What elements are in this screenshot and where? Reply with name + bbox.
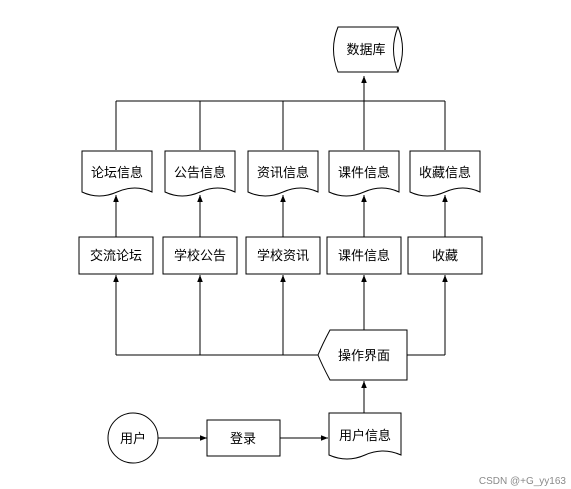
module-favorites: 收藏: [407, 236, 483, 275]
module-school-notice: 学校公告: [162, 236, 238, 275]
interface-shape: [317, 329, 408, 381]
operation-interface-node: 操作界面: [317, 329, 408, 381]
document-label: 公告信息: [174, 165, 226, 181]
database-label: 数据库: [346, 42, 385, 58]
document-shape: [164, 150, 236, 197]
doc-favorites-info: 收藏信息: [409, 150, 481, 197]
user-node: 用户: [107, 412, 159, 464]
module-school-news: 学校资讯: [245, 236, 321, 275]
doc-courseware-info: 课件信息: [328, 150, 400, 197]
module-box: [245, 236, 321, 275]
module-box: [162, 236, 238, 275]
user-label: 用户: [120, 431, 146, 447]
user-info-node: 用户信息: [328, 412, 402, 460]
document-label: 资讯信息: [257, 165, 309, 181]
database-inner-curve: [393, 26, 399, 73]
module-label: 学校公告: [174, 248, 226, 264]
login-label: 登录: [230, 432, 256, 447]
interface-label: 操作界面: [338, 348, 390, 364]
module-box: [407, 236, 483, 275]
module-label: 交流论坛: [90, 248, 142, 264]
doc-forum-info: 论坛信息: [81, 150, 153, 197]
document-shape: [328, 150, 400, 197]
user-circle: [107, 412, 159, 464]
database-node: 数据库: [333, 26, 403, 73]
module-box: [78, 236, 154, 275]
login-node: 登录: [206, 419, 281, 457]
document-shape: [409, 150, 481, 197]
doc-news-info: 资讯信息: [247, 150, 319, 197]
document-label: 课件信息: [338, 165, 390, 181]
watermark-text: CSDN @+G_yy163: [479, 476, 567, 487]
module-courseware: 课件信息: [326, 236, 402, 275]
document-label: 收藏信息: [419, 165, 471, 181]
module-exchange-forum: 交流论坛: [78, 236, 154, 275]
module-label: 收藏: [432, 249, 458, 264]
doc-notice-info: 公告信息: [164, 150, 236, 197]
module-label: 课件信息: [338, 248, 390, 264]
connectors: [113, 76, 448, 441]
module-label: 学校资讯: [257, 248, 309, 264]
user-info-label: 用户信息: [339, 428, 391, 444]
document-shape: [247, 150, 319, 197]
module-box: [326, 236, 402, 275]
document-label: 论坛信息: [91, 165, 143, 181]
document-shape: [328, 412, 402, 460]
login-box: [206, 419, 281, 457]
document-shape: [81, 150, 153, 197]
